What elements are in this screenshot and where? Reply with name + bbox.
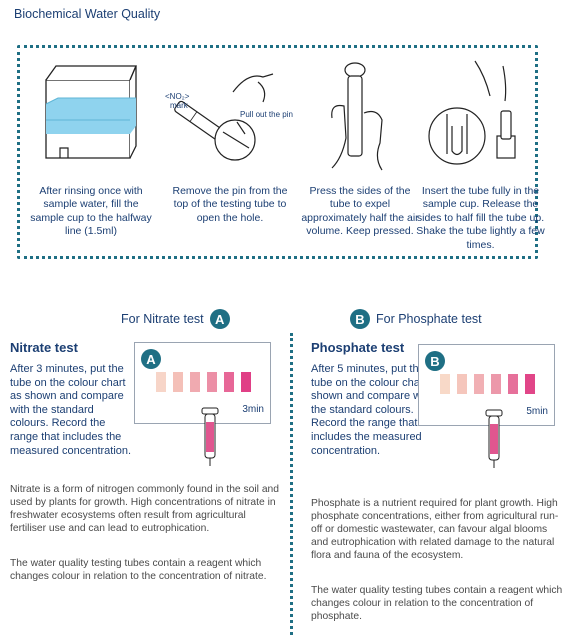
phosphate-swatch <box>440 374 450 394</box>
step-1-text: After rinsing once with sample water, fi… <box>30 185 152 238</box>
column-divider <box>290 333 293 635</box>
phosphate-header-label: For Phosphate test <box>376 312 482 326</box>
nitrate-header-label: For Nitrate test <box>121 312 204 326</box>
pull-pin-label: Pull out the pin <box>240 110 293 119</box>
nitrate-swatch <box>156 372 166 392</box>
mark-label: mark <box>170 101 188 110</box>
step-2-text: Remove the pin from the top of the testi… <box>172 185 288 224</box>
nitrate-swatch <box>190 372 200 392</box>
chart-badge-b-icon: B <box>425 351 445 371</box>
nitrate-swatch <box>207 372 217 392</box>
phosphate-procedure: After 5 minutes, put the tube on the col… <box>311 363 442 457</box>
nitrate-reagent-note: The water quality testing tubes contain … <box>10 558 267 583</box>
badge-a-icon: A <box>209 309 230 329</box>
nitrate-time-label: 3min <box>242 404 264 415</box>
phosphate-tube-icon <box>485 409 503 468</box>
phosphate-swatch <box>474 374 484 394</box>
phosphate-description: Phosphate is a nutrient required for pla… <box>311 498 559 562</box>
insert-tube-illustration <box>428 60 516 165</box>
chart-badge-a-icon: A <box>141 349 161 369</box>
phosphate-swatch <box>457 374 467 394</box>
no2-label: <NO₂> <box>165 92 190 101</box>
hand-press-illustration <box>331 62 383 171</box>
sample-cup-illustration <box>45 65 137 159</box>
nitrate-header: For Nitrate test A <box>121 309 230 329</box>
steps-box <box>17 45 538 259</box>
badge-b-icon: B <box>350 309 370 329</box>
nitrate-swatch <box>224 372 234 392</box>
nitrate-description: Nitrate is a form of nitrogen commonly f… <box>10 484 279 535</box>
phosphate-swatch <box>491 374 501 394</box>
phosphate-swatch <box>508 374 518 394</box>
nitrate-procedure: After 3 minutes, put the tube on the col… <box>10 363 132 457</box>
phosphate-header: B For Phosphate test <box>350 309 482 329</box>
nitrate-heading: Nitrate test <box>10 340 78 355</box>
phosphate-swatch <box>525 374 535 394</box>
page-title: Biochemical Water Quality <box>14 7 161 21</box>
phosphate-heading: Phosphate test <box>311 340 405 355</box>
nitrate-swatch <box>173 372 183 392</box>
tube-pin-illustration <box>174 73 274 161</box>
step-4-text: Insert the tube fully in the sample cup.… <box>416 185 545 251</box>
nitrate-tube-icon <box>201 407 219 466</box>
step-3-text: Press the sides of the tube to expel app… <box>301 185 419 238</box>
nitrate-swatch <box>241 372 251 392</box>
phosphate-reagent-note: The water quality testing tubes contain … <box>311 585 563 623</box>
phosphate-time-label: 5min <box>526 406 548 417</box>
